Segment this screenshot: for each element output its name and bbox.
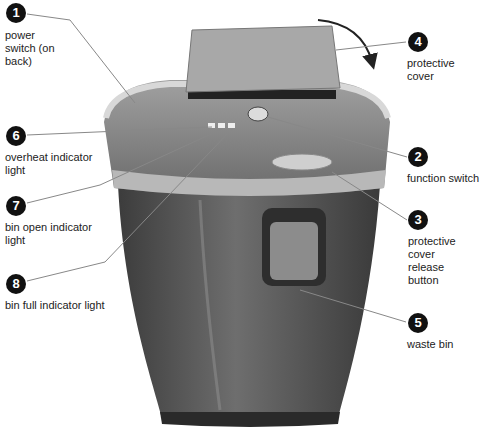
leader-line: [27, 129, 222, 203]
callout-number: 4: [408, 32, 428, 52]
callout-circle: [6, 196, 26, 216]
leader-line: [336, 42, 406, 50]
callout-number: 3: [408, 210, 428, 230]
callout-circle: [408, 313, 428, 333]
indicator-light: [218, 123, 225, 128]
bin-window: [262, 208, 326, 286]
leader-line: [27, 127, 212, 135]
waste-bin-body: [118, 185, 380, 418]
bin-highlight: [200, 200, 220, 410]
head-lower-band: [112, 170, 386, 196]
protective-cover-flap: [186, 26, 340, 92]
callout-number: 7: [6, 196, 26, 216]
function-switch: [248, 107, 268, 121]
callout-circle: [6, 274, 26, 294]
part-name: bin full indicator light: [5, 299, 105, 312]
leader-line: [300, 290, 406, 322]
bin-window-inner: [270, 222, 318, 280]
part-name: protective cover release button: [408, 235, 474, 287]
part-name: waste bin: [407, 338, 481, 351]
indicator-light: [228, 123, 235, 128]
part-name: power switch (on back): [5, 29, 65, 68]
part-name: protective cover: [407, 57, 481, 83]
callout-circle: [6, 126, 26, 146]
logo-badge: [272, 154, 332, 170]
callout-number: 5: [408, 313, 428, 333]
bin-base: [160, 412, 340, 427]
callout-number: 6: [6, 126, 26, 146]
callout-number: 8: [6, 274, 26, 294]
part-name: bin open indicator light: [5, 221, 105, 247]
callout-number: 2: [408, 147, 428, 167]
shredder-head: [104, 80, 390, 196]
part-name: function switch: [407, 172, 481, 185]
leader-line: [268, 117, 407, 157]
callout-circle: [408, 32, 428, 52]
callout-number: 1: [6, 3, 26, 23]
callout-circle: [408, 147, 428, 167]
callout-circle: [408, 210, 428, 230]
leader-line: [332, 172, 407, 220]
part-name: overheat indicator light: [5, 151, 105, 177]
cover-rotation-arrow: [318, 20, 372, 62]
leader-line: [27, 14, 135, 103]
callout-circle: [6, 3, 26, 23]
